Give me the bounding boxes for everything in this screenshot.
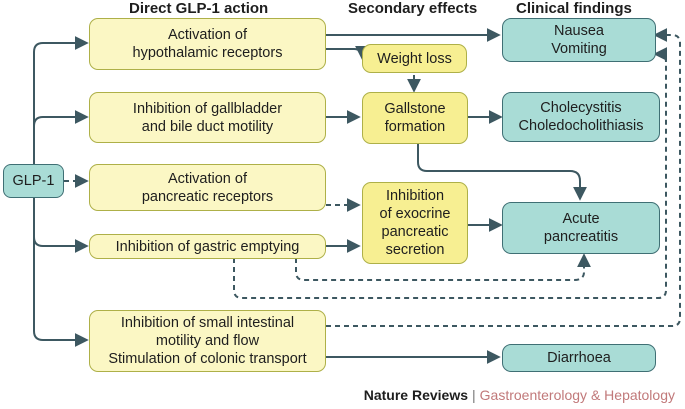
node-gallbladder-motility: Inhibition of gallbladder and bile duct …: [89, 92, 326, 143]
node-gallstone-formation: Gallstone formation: [362, 92, 468, 144]
arrow-gastric-to-pancreatitis: [295, 253, 591, 281]
node-gastric-emptying: Inhibition of gastric emptying: [89, 234, 326, 259]
arrow-gastric-to-nausea-tip: [653, 47, 668, 63]
header-clinical-findings: Clinical findings: [516, 0, 632, 17]
node-small-intestinal-motility: Inhibition of small intestinal motility …: [89, 310, 326, 372]
node-diarrhoea: Diarrhoea: [502, 344, 656, 372]
node-nausea-vomiting: Nausea Vomiting: [502, 18, 656, 62]
header-secondary-effects: Secondary effects: [348, 0, 478, 17]
node-cholecystitis: Cholecystitis Choledocholithiasis: [502, 92, 660, 142]
footer-credit: Nature Reviews|Gastroenterology & Hepato…: [364, 387, 675, 403]
arrow-gastric-to-nausea: [233, 62, 667, 299]
arrow-small-intestinal-to-nausea: [326, 28, 681, 327]
node-pancreatic-receptors: Activation of pancreatic receptors: [89, 164, 326, 211]
arrow-glp1-to-gallbladder: [33, 110, 89, 164]
node-hypothalamic-receptors: Activation of hypothalamic receptors: [89, 18, 326, 70]
node-exocrine-secretion: Inhibition of exocrine pancreatic secret…: [362, 182, 468, 264]
node-glp1: GLP-1: [3, 164, 64, 198]
header-direct-action: Direct GLP-1 action: [129, 0, 269, 17]
arrow-hypothalamic-to-weight-loss: [326, 45, 369, 60]
node-acute-pancreatitis: Acute pancreatitis: [502, 202, 660, 254]
footer-brand: Nature Reviews: [363, 387, 469, 403]
arrow-gallstone-to-pancreatitis: [417, 144, 587, 201]
footer-journal: Gastroenterology & Hepatology: [479, 387, 675, 403]
footer-separator: |: [472, 387, 476, 403]
arrow-glp1-to-hypothalamic: [33, 36, 89, 164]
arrow-glp1-to-gastric: [33, 198, 89, 253]
node-weight-loss: Weight loss: [362, 44, 467, 73]
arrow-glp1-to-small-intestinal: [33, 198, 89, 347]
